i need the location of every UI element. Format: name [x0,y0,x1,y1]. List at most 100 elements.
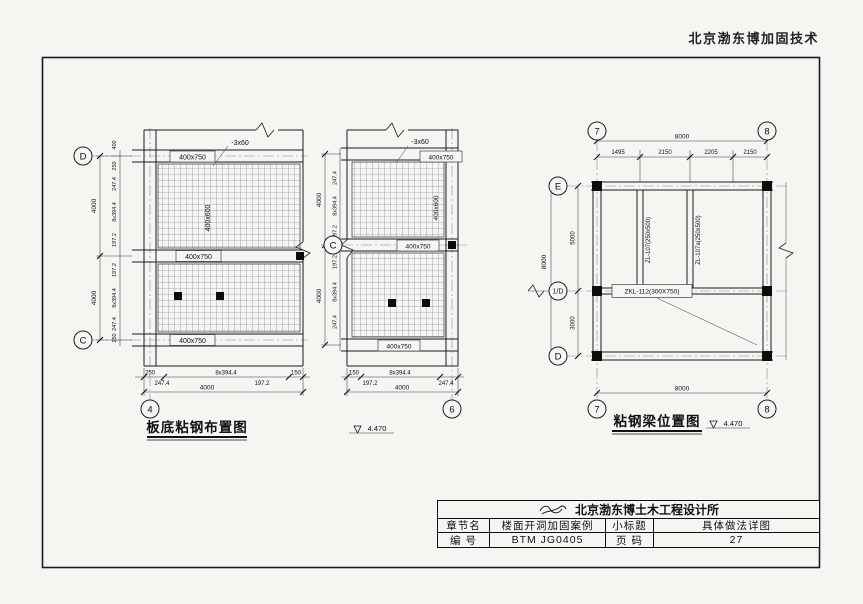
dim-label: 2150 [743,150,757,156]
grid-bubble-7-bottom: 7 [587,399,607,419]
beam-size-label: 400x750 [175,250,222,262]
dim-label: 5000 [571,231,577,245]
dim-label: 197.2 [333,225,339,239]
dim-label: 8x394.4 [112,202,118,222]
svg-text:400x750: 400x750 [179,338,206,345]
dim-label: 247.4 [112,317,118,331]
dim-label: 250 [112,333,118,342]
beam-size-label: 400x750 [396,239,440,252]
plate-spec-label: -3x60 [411,139,429,146]
svg-text:400x750: 400x750 [179,155,206,162]
svg-text:4.470: 4.470 [724,419,743,428]
company-name: 北京渤东博土木工程设计所 [574,503,719,517]
svg-text:C: C [330,241,337,252]
column-square [592,351,602,361]
dim-label: 8000 [675,386,690,393]
dim-label: 4000 [91,290,98,305]
break-line-icon [385,122,405,138]
column-square [762,351,772,361]
svg-text:7: 7 [594,405,599,416]
chapter-label: 章节名 [438,519,490,533]
dim-label: 8x394.4 [333,282,339,302]
svg-text:6: 6 [449,405,454,416]
right-plan: ZL-107(250x500) ZL-107a(250x500) ZKL-112… [527,121,794,435]
dim-label: 250 [145,371,156,377]
dim-label: 4000 [316,192,323,207]
page-header-text: 北京渤东博加固技术 [688,31,819,46]
anchor-square [216,292,224,300]
dim-label: 197.2 [254,381,270,387]
beam-size-label: 400x750 [169,334,216,346]
subtitle-value: 具体做法详图 [654,519,819,533]
svg-text:7: 7 [594,127,599,138]
anchor-square [388,299,396,307]
beam-size-label: 400x750 [419,150,463,163]
dim-label: 8x394.4 [215,371,237,377]
svg-text:400x750: 400x750 [406,244,431,251]
left-plan: -3x60 400x750 400x750 400x750 400x600 40… [73,122,394,441]
grid-bubble-8-bottom: 8 [757,399,777,419]
anchor-square [422,299,430,307]
dim-label: 4000 [316,288,323,303]
svg-text:8: 8 [764,127,769,138]
number-label: 编 号 [438,533,490,547]
dim-label: 4000 [91,198,98,213]
dim-label: 250 [112,161,118,170]
dim-label: 8x394.4 [389,371,411,377]
column-square [592,181,602,191]
chapter-value: 楼面开洞加固案例 [490,519,606,533]
grid-bubble-8: 8 [757,121,777,141]
steel-plate-hatch-upper [157,163,301,249]
dim-label: 197.2 [333,255,339,269]
dim-label: 197.2 [112,263,118,277]
plate-spec-label: -3x60 [231,140,249,147]
grid-bubble-7: 7 [587,121,607,141]
grid-bubble-4: 4 [140,399,160,419]
dim-label: 247.4 [112,177,118,191]
beam-label-zkl112: ZKL-112(300X750) [611,284,693,298]
sheet-border [41,56,821,569]
break-line-icon [527,284,545,298]
dim-label: 8000 [675,134,690,141]
beam-label-zl107a: ZL-107a(250x500) [696,215,702,264]
elevation-marker: 4.470 [349,424,394,434]
number-value: BTM JG0405 [490,533,606,547]
dim-label: 400 [112,140,118,149]
middle-plan: -3x60 400x750 400x750 400x750 400x600 40… [316,122,470,419]
dim-label: 8x394.4 [112,288,118,308]
beam-size-label: 400x750 [377,339,421,352]
title-block: 北京渤东博土木工程设计所 章节名 楼面开洞加固案例 小标题 具体做法详图 编 号… [437,500,820,548]
dim-label: 8000 [541,254,548,269]
svg-text:4: 4 [147,405,152,416]
svg-text:D: D [555,352,562,363]
anchor-square [174,292,182,300]
break-line-icon [778,242,794,259]
dim-label: 197.2 [362,381,378,387]
anchor-square [448,241,456,249]
beam-label-zl107: ZL-107(250x500) [646,217,652,263]
company-logo-icon [539,505,567,515]
title-block-company-row: 北京渤东博土木工程设计所 [438,501,819,519]
dim-label: 247.4 [438,381,454,387]
column-square [592,286,602,296]
subtitle-label: 小标题 [606,519,654,533]
beam-size-label-vertical: 400x600 [205,204,212,231]
break-line-icon [340,239,354,259]
break-line-icon [255,122,275,138]
title-block-grid: 章节名 楼面开洞加固案例 小标题 具体做法详图 编 号 BTM JG0405 页… [438,519,819,547]
svg-text:ZKL-112(300X750): ZKL-112(300X750) [625,289,680,296]
grid-bubble-d: D [548,346,568,366]
dim-label: 150 [291,371,302,377]
svg-text:4.470: 4.470 [368,424,387,433]
dim-label: 197.2 [112,233,118,247]
elevation-marker: 4.470 [706,419,750,429]
grid-bubble-6: 6 [442,399,462,419]
column-square [762,286,772,296]
svg-text:1/D: 1/D [553,289,564,296]
svg-text:D: D [80,152,87,163]
anchor-square [296,252,304,260]
grid-bubble-c: C [323,235,343,255]
dim-label: 1495 [611,150,625,156]
beam-size-label: 400x750 [169,150,216,163]
